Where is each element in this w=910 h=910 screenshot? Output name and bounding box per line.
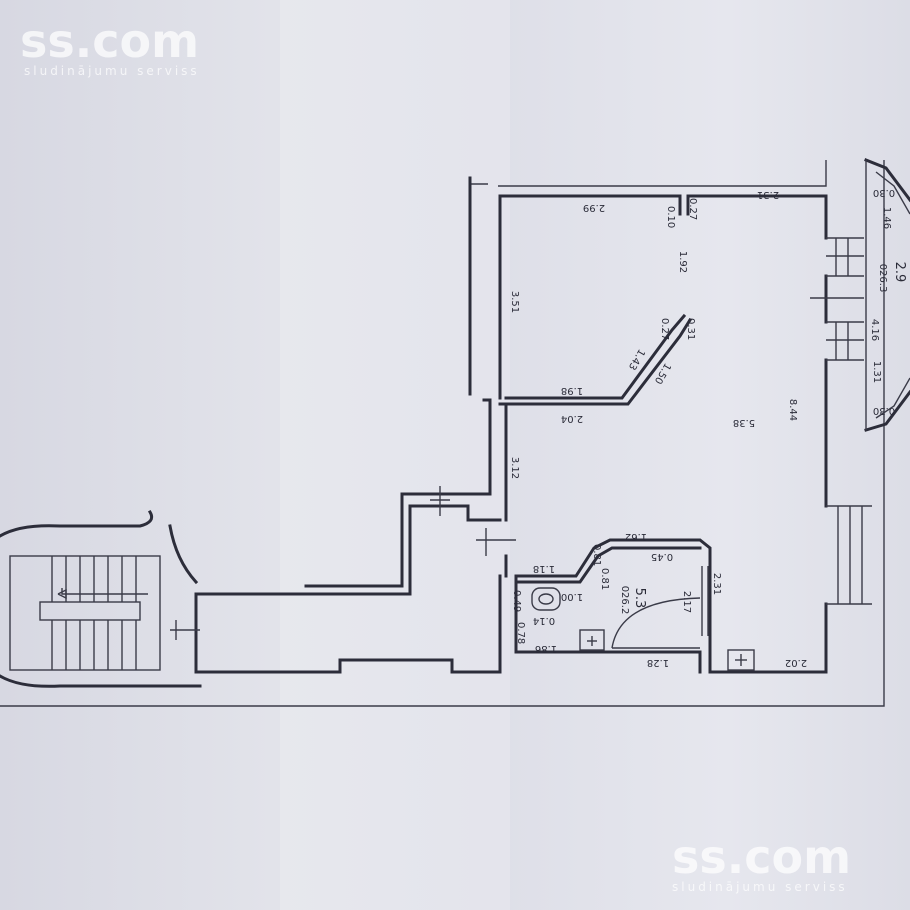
dim-1-00: 1.00 [561,591,583,602]
building-outline [0,160,885,707]
dim-1-62: 1.62 [625,531,647,542]
corridor-wall-step [408,504,502,522]
dim-0-49: 0.49 [511,590,522,612]
windows [810,237,872,605]
bathroom [514,538,712,674]
room-code: 026.2 [619,586,630,615]
stair-enclosure-bottom [0,674,202,688]
dim-0-10: 0.10 [665,206,676,228]
dim-0-78: 0.78 [515,622,526,644]
stair-frame [9,555,161,671]
bathroom-outer-wall [514,538,712,674]
dim-3-12: 3.12 [509,457,520,479]
wall-partition-diagonal-inner [504,313,687,400]
bay-area: 2.9 [892,262,907,283]
stair-enclosure-curve [168,524,199,585]
bay-top-inner [875,171,910,215]
dim-8-44: 8.44 [787,399,798,421]
staircase [0,509,202,688]
dim-1-28: 1.28 [647,657,669,668]
watermark-tagline-bottom: sludinājumu serviss [672,880,848,894]
stair-landing [39,601,141,621]
dim-3-51: 3.51 [509,291,520,313]
bathroom-inner-wall [514,546,702,584]
bay-code: 026.3 [877,264,888,293]
bay-top-wall [864,158,910,203]
dim-2-02: 2.02 [785,657,807,668]
stair-direction-arrow [61,588,148,595]
window-middle [826,321,864,361]
dim-0-81-a: 0.81 [591,544,602,566]
dim-0-31: 0.31 [685,318,696,340]
dimension-labels: 2.99 2.31 0.27 0.10 1.92 3.51 0.27 0.31 … [509,187,907,668]
dim-0-27-top: 0.27 [687,198,698,220]
dim-4-16: 4.16 [869,319,880,341]
stove-marker [727,649,755,671]
dim-1-46: 1.46 [881,207,892,229]
outer-contour-bottom-right [0,160,885,707]
dim-0-45: 0.45 [651,551,673,562]
corridor [170,176,516,674]
dim-1-92: 1.92 [677,251,688,273]
dim-2-99: 2.99 [583,202,605,213]
dim-1-50: 1.50 [652,361,673,386]
outer-contour-top [498,160,827,187]
stair-enclosure-top [0,509,154,538]
bathroom-door-swing [611,597,701,649]
dim-5-38: 5.38 [733,417,755,428]
dim-1-86: 1.86 [535,643,557,654]
watermark-logo-bottom: ss.com [672,830,852,884]
sink-icon [579,629,605,651]
dim-1-98: 1.98 [561,385,583,396]
toilet-icon [531,587,561,611]
dim-0-14: 0.14 [533,615,555,626]
toilet-bowl-icon [538,593,554,605]
paper-sheen [280,0,510,910]
dim-2-31: 2.31 [757,189,779,200]
dim-2-31-bath: 2.31 [711,573,722,595]
wall-top-left [498,194,682,216]
dim-2-04: 2.04 [561,413,583,424]
room-area: 5.3 [632,588,647,609]
window-top [826,237,864,277]
corridor-wall-lower [194,504,502,674]
watermark-logo-top: ss.com [20,14,200,68]
dim-1-18: 1.18 [533,563,555,574]
dim-0-30-bottom: 0.30 [873,405,895,416]
dim-1-31: 1.31 [871,361,882,383]
wall-bottom-bathroom [514,650,702,674]
bay-window [864,158,910,432]
dim-2-17: 2.17 [681,591,692,613]
stove-icon [727,649,755,671]
corridor-wall-upper [304,398,492,588]
outer-contour-top-left [469,178,488,185]
apartment-walls [498,194,828,674]
stair-arrow-head [57,588,67,600]
stair-treads-top [51,556,137,602]
wall-top-right [686,194,828,216]
dim-0-27-mid: 0.27 [659,318,670,340]
window-bottom [826,505,872,605]
watermark-tagline-top: sludinājumu serviss [24,64,200,78]
bay-bottom-wall [864,389,910,432]
bay-bottom-inner [875,377,910,419]
wall-partition-diagonal [498,317,693,406]
dim-0-81-b: 0.81 [599,568,610,590]
stair-treads-bottom [51,620,137,670]
dim-0-30-top: 0.30 [873,187,895,198]
